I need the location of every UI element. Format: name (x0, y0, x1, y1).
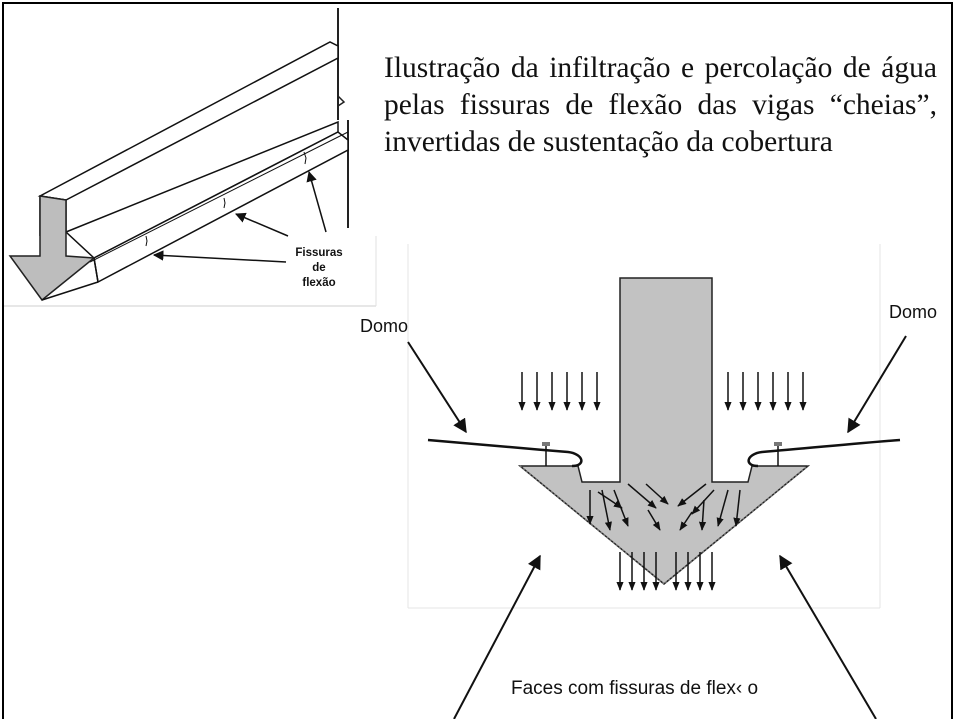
fissuras-label-line1: Fissuras (295, 247, 342, 259)
slide-caption: Ilustração da infiltração e percolação d… (384, 52, 937, 158)
rain-arrows-left (518, 372, 601, 411)
drip-arrows (616, 552, 716, 591)
faces-label: Faces com fissuras de flex‹ o (511, 678, 758, 699)
beam-cross-section-drawing: Domo Domo Faces com fissuras de flex‹ o (360, 244, 937, 719)
rain-arrows-right (724, 372, 807, 411)
domo-label-left: Domo (360, 316, 408, 336)
beam-perspective-drawing: Fissuras de flexão (4, 8, 377, 307)
domo-label-right: Domo (889, 302, 937, 322)
percolation-arrows (586, 483, 741, 531)
fissuras-label-line3: flexão (302, 277, 335, 289)
fissuras-label-line2: de (312, 262, 325, 274)
